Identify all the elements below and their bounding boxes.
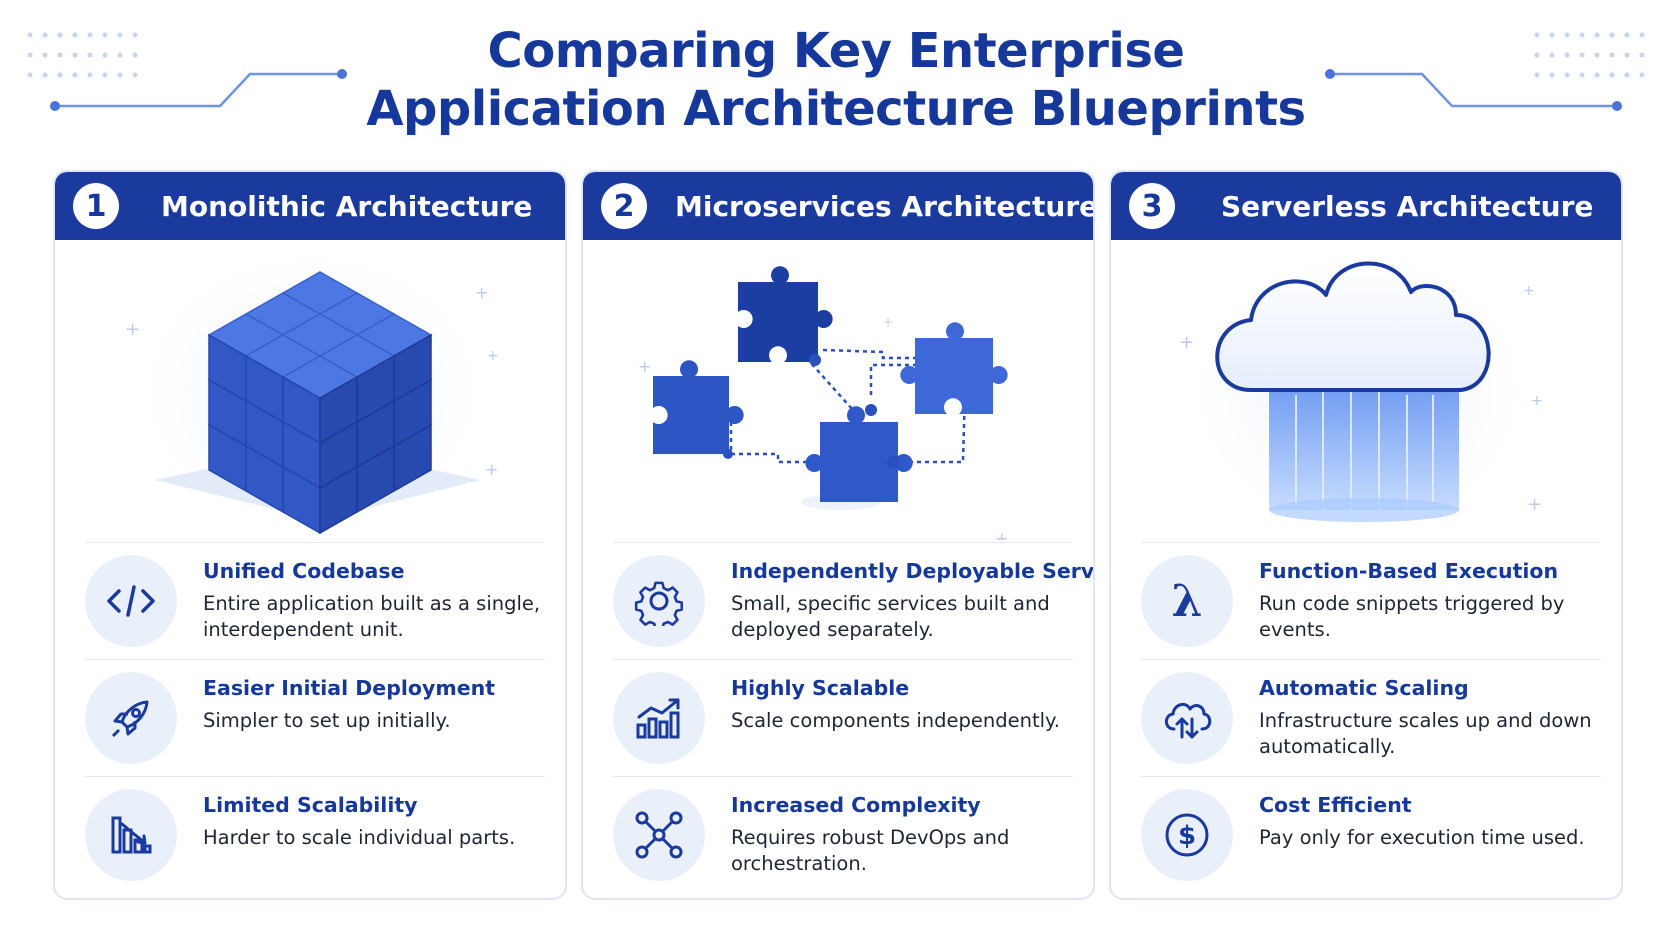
svg-text:+: +	[1179, 332, 1194, 353]
monolithic-cube-illustration: + + + +	[125, 240, 499, 540]
feature-title: Limited Scalability	[203, 793, 418, 817]
svg-text:+: +	[475, 283, 488, 302]
feature-title: Highly Scalable	[731, 676, 910, 700]
monolithic-title: Monolithic Architecture	[161, 189, 533, 223]
serverless-features: λ Function-Based Execution Run code snip…	[1111, 542, 1621, 893]
feature-description: Requires robust DevOps and orchestration…	[731, 826, 1010, 875]
feature-description: Entire application built as a single, in…	[203, 592, 541, 641]
feature-title: Easier Initial Deployment	[203, 676, 496, 700]
feature-description: Small, specific services built and deplo…	[731, 592, 1050, 641]
puzzle-piece-left	[653, 360, 744, 454]
feature-automatic-scaling: Automatic Scaling Infrastructure scales …	[1141, 659, 1601, 776]
feature-title: Cost Efficient	[1259, 793, 1412, 817]
feature-description: Scale components independently.	[731, 709, 1060, 732]
feature-description: Pay only for execution time used.	[1259, 826, 1585, 849]
feature-title: Function-Based Execution	[1259, 559, 1559, 583]
puzzle-piece-top	[738, 266, 833, 362]
serverless-cloud-illustration: + + + +	[1179, 240, 1543, 540]
svg-text:+: +	[1523, 283, 1535, 299]
feature-title: Independently Deployable Services	[731, 559, 1095, 583]
monolithic-features: Unified Codebase Entire application buil…	[55, 542, 565, 893]
page-title-line-1: Comparing Key Enterprise	[487, 23, 1185, 79]
cloud-scaling-icon	[1141, 672, 1233, 764]
feature-title: Automatic Scaling	[1259, 676, 1469, 700]
svg-text:+: +	[485, 460, 498, 479]
feature-title: Increased Complexity	[731, 793, 981, 817]
feature-highly-scalable: Highly Scalable Scale components indepen…	[613, 659, 1073, 776]
decorative-circuit-right	[1325, 32, 1645, 111]
svg-text:+: +	[1527, 494, 1542, 515]
monolithic-header: 1 Monolithic Architecture	[55, 172, 565, 240]
svg-text:+: +	[1531, 393, 1543, 409]
declining-bar-chart-icon	[85, 789, 177, 881]
code-icon	[85, 555, 177, 647]
feature-unified-codebase: Unified Codebase Entire application buil…	[85, 542, 545, 659]
feature-increased-complexity: Increased Complexity Requires robust Dev…	[613, 776, 1073, 893]
serverless-card: 3 Serverless Architecture + + + +	[1109, 170, 1623, 900]
feature-description: Simpler to set up initially.	[203, 709, 451, 732]
lambda-icon: λ	[1141, 555, 1233, 647]
feature-cost-efficient: $ Cost Efficient Pay only for execution …	[1141, 776, 1601, 893]
microservices-title: Microservices Architecture	[675, 189, 1095, 223]
rocket-icon	[85, 672, 177, 764]
monolithic-card: 1 Monolithic Architecture + + + + Unified …	[53, 170, 567, 900]
page-title-line-2: Application Architecture Blueprints	[366, 81, 1306, 137]
microservices-puzzle-illustration: + + +	[638, 266, 1008, 540]
decorative-circuit-left	[27, 32, 347, 111]
serverless-title: Serverless Architecture	[1221, 189, 1594, 223]
svg-text:+: +	[487, 348, 499, 364]
microservices-card: 2 Microservices Architecture + + +	[581, 170, 1095, 900]
network-nodes-icon	[613, 789, 705, 881]
page-title: Comparing Key Enterprise Application Arc…	[0, 22, 1672, 138]
feature-independently-deployable-services: Independently Deployable Services Small,…	[613, 542, 1093, 659]
puzzle-piece-bottom	[805, 406, 913, 502]
feature-limited-scalability: Limited Scalability Harder to scale indi…	[85, 776, 545, 893]
step-number-badge: 2	[601, 183, 647, 229]
svg-text:+: +	[883, 315, 893, 329]
growth-chart-icon	[613, 672, 705, 764]
feature-description: Harder to scale individual parts.	[203, 826, 516, 849]
microservices-features: Independently Deployable Services Small,…	[583, 542, 1093, 893]
feature-easier-initial-deployment: Easier Initial Deployment Simpler to set…	[85, 659, 545, 776]
svg-text:+: +	[638, 357, 651, 376]
svg-text:$: $	[1178, 821, 1196, 851]
microservices-header: 2 Microservices Architecture	[583, 172, 1093, 240]
feature-description: Infrastructure scales up and down automa…	[1259, 709, 1592, 758]
cube-blocks	[207, 271, 433, 535]
svg-text:+: +	[125, 319, 140, 340]
dollar-coin-icon: $	[1141, 789, 1233, 881]
cube-face	[319, 465, 358, 535]
serverless-header: 3 Serverless Architecture	[1111, 172, 1621, 240]
feature-description: Run code snippets triggered by events.	[1259, 592, 1565, 641]
svg-text:+: +	[995, 529, 1008, 540]
puzzle-piece-right	[900, 322, 1008, 414]
step-number-badge: 1	[73, 183, 119, 229]
step-number-badge: 3	[1129, 183, 1175, 229]
gear-icon	[613, 555, 705, 647]
feature-title: Unified Codebase	[203, 559, 405, 583]
svg-text:λ: λ	[1172, 578, 1203, 624]
feature-function-based-execution: λ Function-Based Execution Run code snip…	[1141, 542, 1601, 659]
